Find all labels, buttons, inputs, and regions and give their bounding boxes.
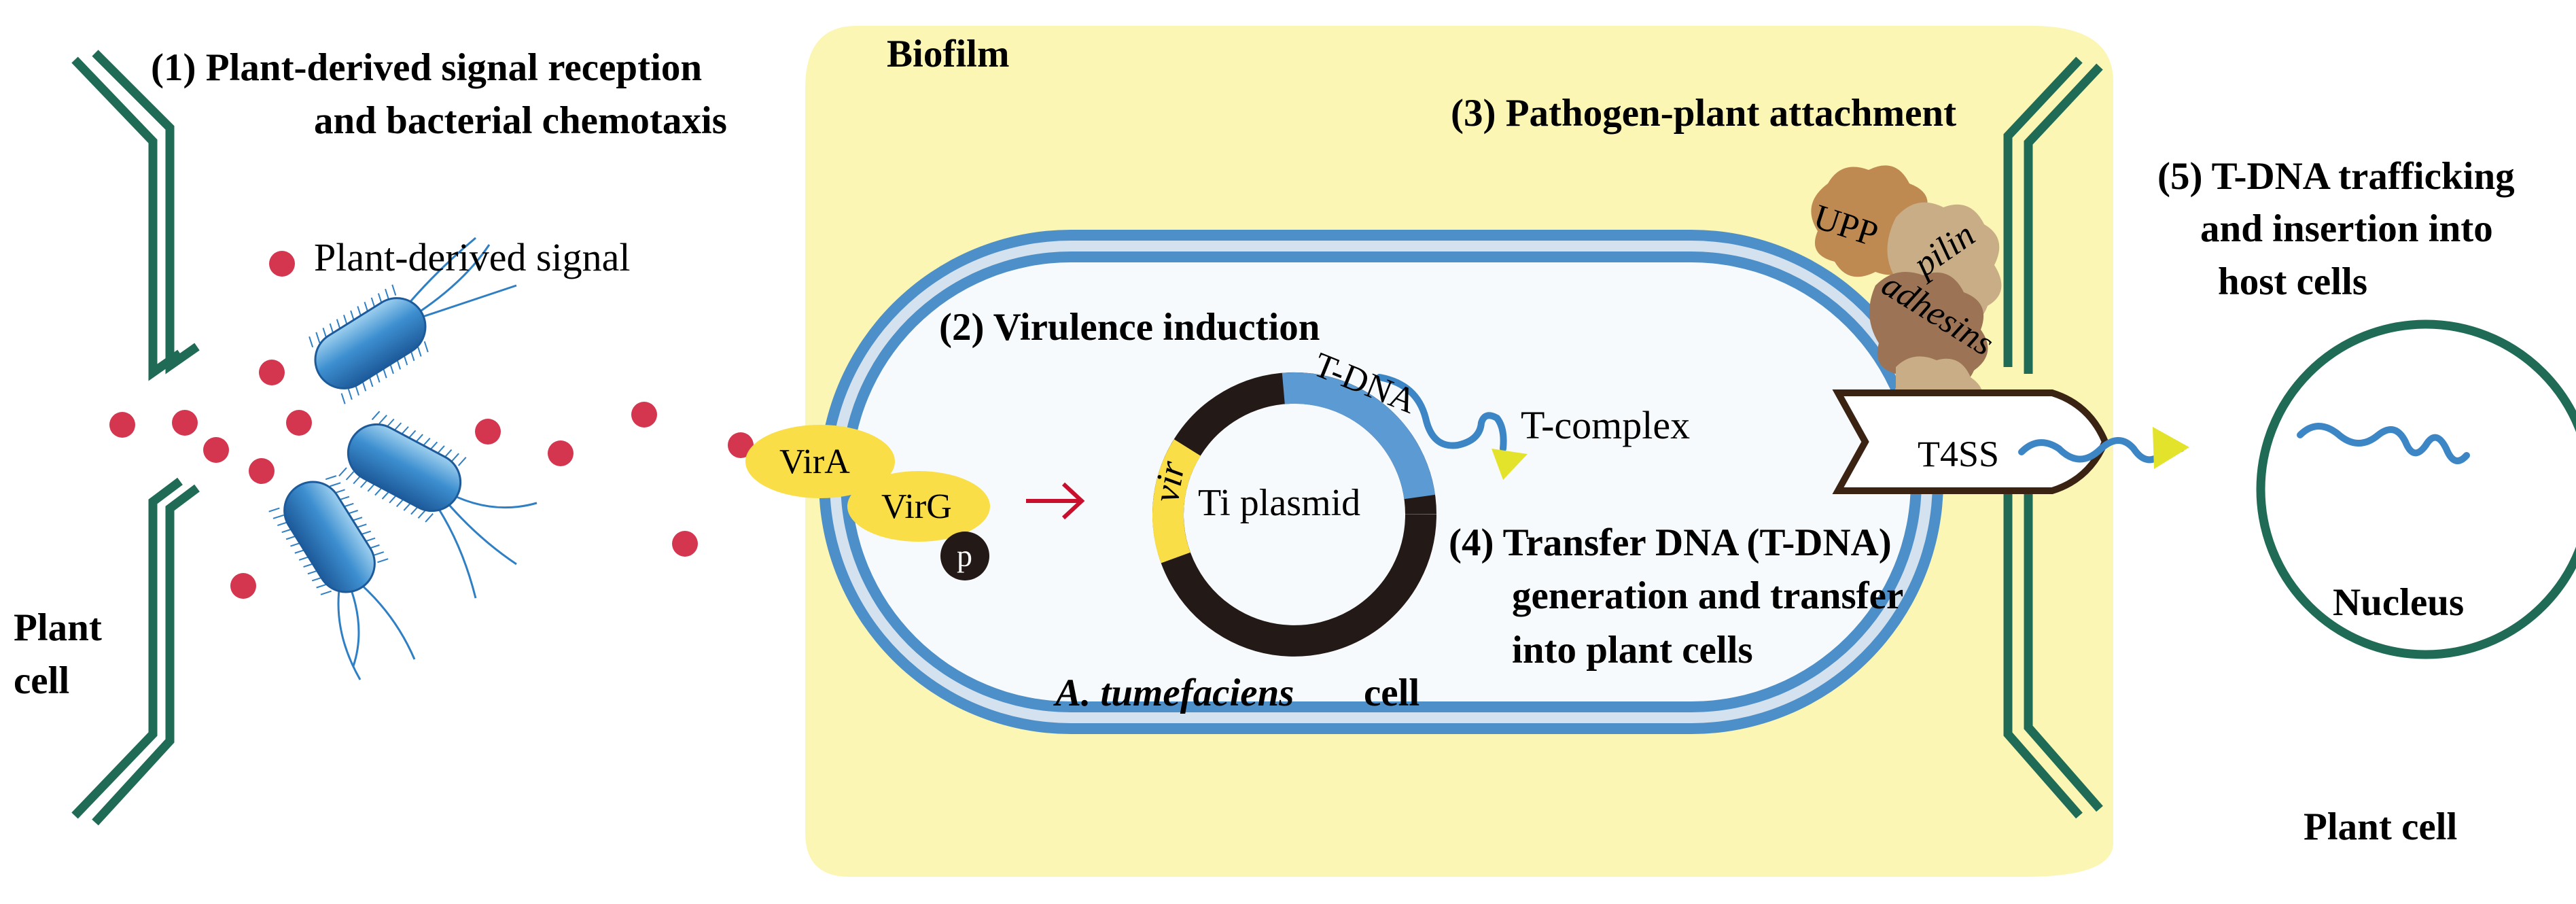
signal-dot-1: [269, 251, 295, 277]
step5-title-line1: (5) T-DNA trafficking: [2157, 155, 2515, 198]
species-cell-word: cell: [1364, 672, 1419, 714]
signal-dot-13: [728, 432, 754, 458]
induction-arrow: [1026, 482, 1085, 520]
vir-region: [1152, 439, 1201, 563]
left-plant-cell-wall: [71, 50, 200, 826]
vira-protein: [745, 425, 895, 498]
bacterium-2: [338, 411, 537, 599]
cytoplasm: [851, 262, 1911, 701]
signal-dot-10: [548, 440, 574, 466]
t4ss-label: T4SS: [1918, 434, 1999, 474]
integrated-tdna-strand: [2297, 423, 2470, 464]
right-plant-cell-wall: [2003, 56, 2103, 819]
vir-label: vir: [1146, 457, 1193, 505]
plant-signal-label: Plant-derived signal: [314, 235, 631, 279]
signal-dot-9: [475, 419, 501, 445]
left-plant-cell-label-1: Plant: [14, 606, 102, 649]
step4-title-line2: generation and transfer: [1512, 574, 1903, 617]
step5-title-line3: host cells: [2218, 260, 2367, 303]
t-complex-strand: [1376, 374, 1507, 452]
bacterium-3: [268, 475, 416, 680]
t-complex-label: T-complex: [1521, 403, 1690, 447]
plant-signal-molecules: [109, 251, 754, 599]
right-plant-cell-label: Plant cell: [2304, 805, 2457, 848]
nucleus: [2256, 319, 2576, 659]
tdna-region: [1282, 372, 1435, 500]
signal-dot-7: [249, 458, 275, 484]
t-complex-protein: [1492, 449, 1528, 480]
ti-plasmid: [1152, 372, 1436, 657]
step4-title-line3: into plant cells: [1512, 629, 1753, 672]
step4-title-line1: (4) Transfer DNA (T-DNA): [1449, 521, 1892, 564]
signal-dot-11: [631, 402, 657, 428]
species-name: A. tumefaciens: [1053, 672, 1294, 714]
signal-dot-4: [109, 412, 135, 438]
signal-dot-2: [259, 360, 285, 385]
signal-dot-6: [203, 437, 229, 463]
bacterium-1: [308, 237, 517, 404]
virg-label: VirG: [881, 487, 952, 526]
agrobacterium-cell: [819, 230, 1943, 734]
step2-title: (2) Virulence induction: [939, 306, 1320, 349]
phosphate-label: p: [957, 538, 972, 573]
biofilm-label: Biofilm: [887, 33, 1010, 75]
left-plant-cell-label-2: cell: [14, 659, 69, 702]
signal-dot-8: [230, 573, 256, 599]
tdna-pilot-protein: [2153, 427, 2189, 469]
step1-title-line1: (1) Plant-derived signal reception: [151, 46, 702, 89]
ti-plasmid-label: Ti plasmid: [1198, 482, 1360, 524]
step5-title-line2: and insertion into: [2200, 207, 2493, 250]
step1-title-line2: and bacterial chemotaxis: [314, 99, 727, 142]
signal-dot-5: [172, 410, 198, 436]
adhesins-blob: [1869, 272, 1988, 389]
vira-label: VirA: [779, 442, 850, 481]
nucleus-label: Nucleus: [2333, 581, 2464, 624]
virg-protein: [847, 471, 990, 542]
step3-title: (3) Pathogen-plant attachment: [1451, 92, 1956, 135]
phosphate-group: [940, 532, 989, 580]
signal-dot-3: [286, 410, 312, 436]
signal-dot-12: [672, 531, 698, 557]
chemotactic-bacteria: [268, 237, 537, 680]
